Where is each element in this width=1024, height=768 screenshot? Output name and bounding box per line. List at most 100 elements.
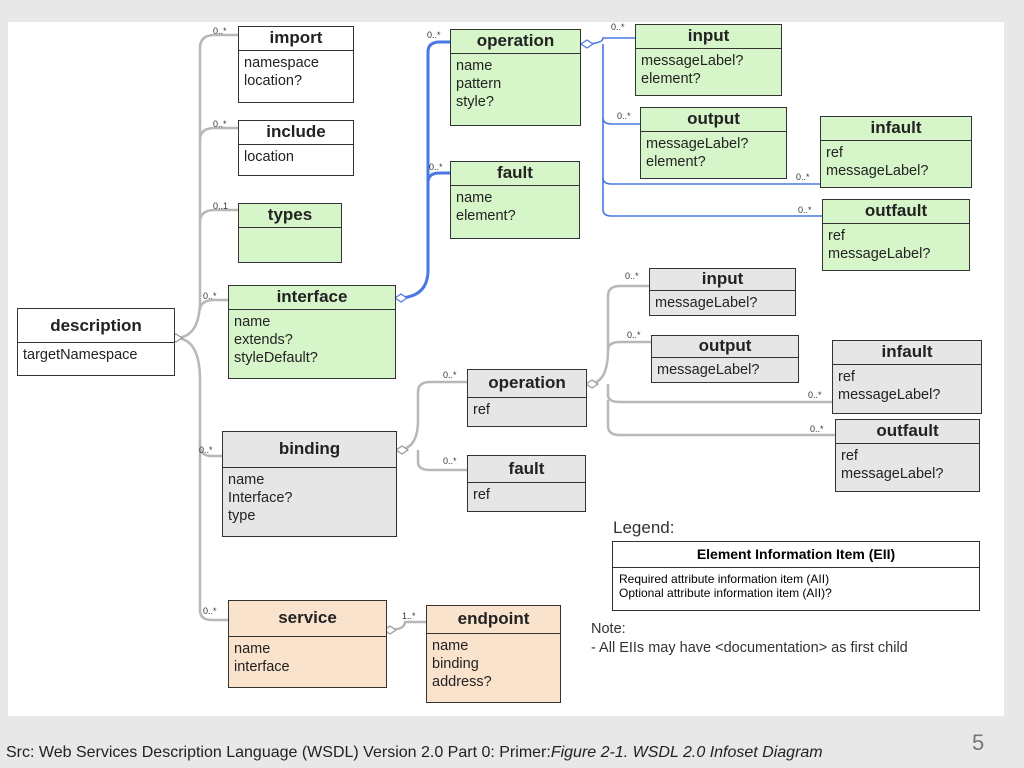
attr: element?	[456, 208, 516, 224]
interface-input-attrs: messageLabel? element?	[636, 49, 781, 91]
mult-b-outfault: 0..*	[810, 424, 824, 434]
description-title: description	[18, 309, 174, 343]
mult-if-output: 0..*	[617, 111, 631, 121]
attr: name	[234, 314, 271, 330]
attr: messageLabel?	[657, 362, 760, 378]
interface-output-box: output messageLabel? element?	[640, 107, 787, 179]
mult-interface: 0..*	[203, 291, 217, 301]
mult-b-output: 0..*	[627, 330, 641, 340]
attr: messageLabel?	[646, 136, 749, 152]
attr: element?	[646, 154, 706, 170]
binding-outfault-attrs: ref messageLabel?	[836, 444, 979, 486]
attr: type	[228, 508, 256, 524]
attr: name	[234, 641, 271, 657]
attr: styleDefault?	[234, 350, 318, 366]
binding-outfault-box: outfault ref messageLabel?	[835, 419, 980, 492]
legend-row-optional: Optional attribute information item (AII…	[619, 586, 832, 600]
mult-if-fault: 0..*	[429, 162, 443, 172]
mult-if-input: 0..*	[611, 22, 625, 32]
attr: ref	[838, 369, 855, 385]
attr: style?	[456, 94, 494, 110]
include-box: include location	[238, 120, 354, 176]
note-title: Note:	[591, 621, 626, 637]
mult-b-operation: 0..*	[443, 370, 457, 380]
binding-operation-title: operation	[468, 370, 586, 398]
mult-if-infault: 0..*	[796, 172, 810, 182]
interface-input-title: input	[636, 25, 781, 49]
mult-b-input: 0..*	[625, 271, 639, 281]
interface-output-title: output	[641, 108, 786, 132]
binding-title: binding	[223, 432, 396, 468]
attr: name	[456, 190, 493, 206]
binding-infault-title: infault	[833, 341, 981, 365]
legend-title: Legend:	[613, 518, 675, 537]
attr: element?	[641, 71, 701, 87]
caption-figure: Figure 2-1. WSDL 2.0 Infoset Diagram	[550, 744, 823, 761]
interface-fault-attrs: name element?	[451, 186, 579, 228]
binding-input-attrs: messageLabel?	[650, 291, 795, 315]
binding-outfault-title: outfault	[836, 420, 979, 444]
binding-operation-attrs: ref	[468, 398, 586, 422]
attr: messageLabel?	[826, 163, 929, 179]
attr: name	[456, 58, 493, 74]
mult-service: 0..*	[203, 606, 217, 616]
service-attrs: name interface	[229, 637, 386, 679]
attr: messageLabel?	[641, 53, 744, 69]
page-number: 5	[972, 730, 985, 755]
note-text: - All EIIs may have <documentation> as f…	[591, 640, 908, 656]
binding-output-attrs: messageLabel?	[652, 358, 798, 382]
interface-outfault-title: outfault	[823, 200, 969, 224]
attr: binding	[432, 656, 479, 672]
description-attrs: targetNamespace	[18, 343, 174, 367]
legend-header: Element Information Item (EII)	[613, 542, 979, 568]
interface-output-attrs: messageLabel? element?	[641, 132, 786, 174]
attr: ref	[826, 145, 843, 161]
mult-if-operation: 0..*	[427, 30, 441, 40]
binding-input-box: input messageLabel?	[649, 268, 796, 316]
binding-output-title: output	[652, 336, 798, 358]
interface-operation-attrs: name pattern style?	[451, 54, 580, 114]
binding-fault-attrs: ref	[468, 483, 585, 507]
mult-binding: 0..*	[199, 445, 213, 455]
source-caption: Src: Web Services Description Language (…	[6, 744, 823, 762]
attr: ref	[828, 228, 845, 244]
attr: Interface?	[228, 490, 293, 506]
binding-output-box: output messageLabel?	[651, 335, 799, 383]
binding-operation-box: operation ref	[467, 369, 587, 427]
binding-fault-box: fault ref	[467, 455, 586, 512]
attr: address?	[432, 674, 492, 690]
mult-types: 0..1	[213, 201, 229, 211]
interface-input-box: input messageLabel? element?	[635, 24, 782, 96]
mult-import: 0..*	[213, 26, 227, 36]
attr: messageLabel?	[841, 466, 944, 482]
attr: name	[228, 472, 265, 488]
attr: messageLabel?	[655, 295, 758, 311]
interface-infault-attrs: ref messageLabel?	[821, 141, 971, 183]
attr: interface	[234, 659, 290, 675]
mult-endpoint: 1..*	[402, 611, 416, 621]
interface-title: interface	[229, 286, 395, 310]
mult-if-outfault: 0..*	[798, 205, 812, 215]
binding-fault-title: fault	[468, 456, 585, 483]
attr: ref	[473, 402, 490, 418]
attr: location	[244, 149, 294, 165]
legend-row-required: Required attribute information item (AII…	[619, 572, 830, 586]
types-box: types	[238, 203, 342, 263]
attr: pattern	[456, 76, 502, 92]
description-box: description targetNamespace	[17, 308, 175, 376]
attr: ref	[841, 448, 858, 464]
note: Note: - All EIIs may have <documentation…	[591, 620, 908, 658]
attr: namespace	[244, 55, 319, 71]
